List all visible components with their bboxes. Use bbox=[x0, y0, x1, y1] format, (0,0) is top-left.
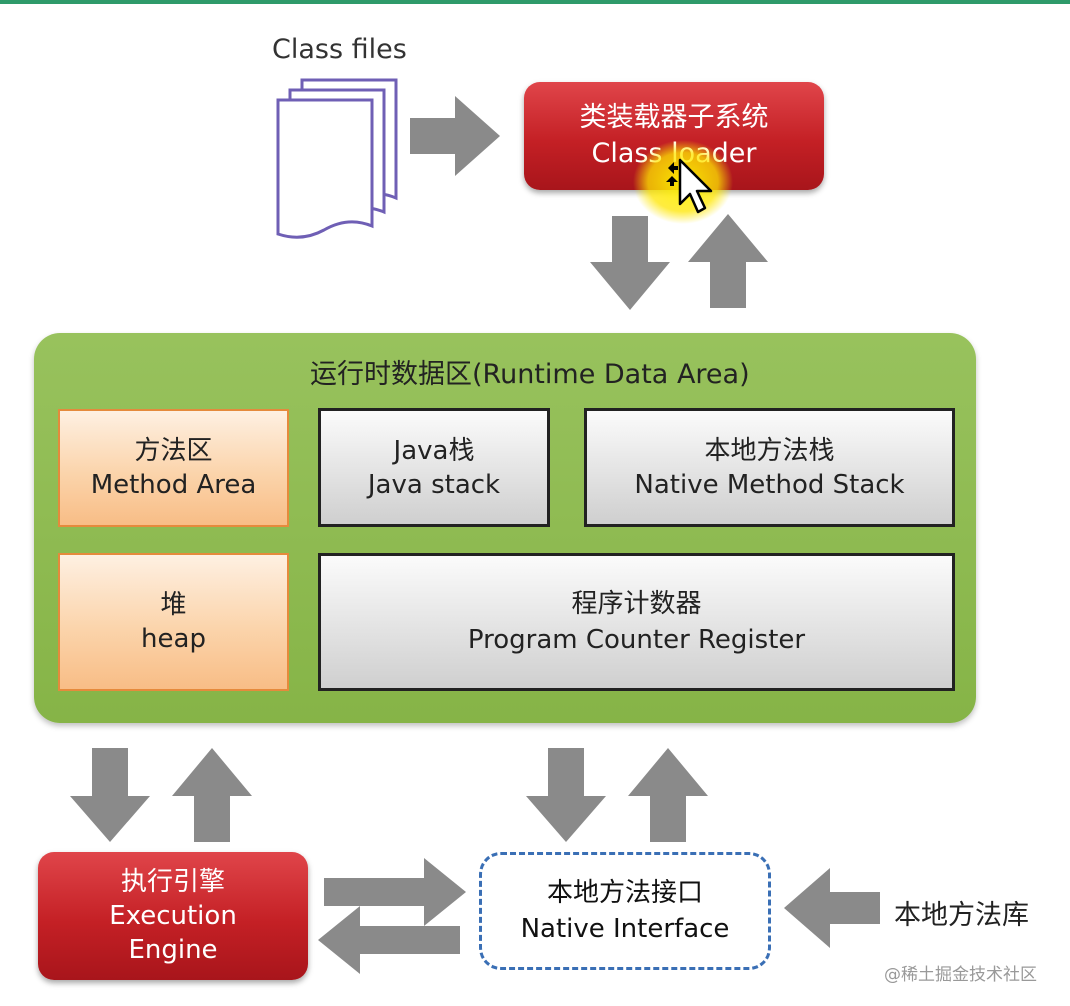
native-library-label: 本地方法库 bbox=[894, 900, 1029, 931]
execution-engine-box: 执行引擎 Execution Engine bbox=[38, 852, 308, 980]
method-area-label-en: Method Area bbox=[90, 470, 257, 500]
execution-engine-label-en-2: Engine bbox=[128, 935, 218, 965]
top-accent-bar bbox=[0, 0, 1070, 4]
heap-label-en: heap bbox=[141, 624, 206, 654]
native-interface-label-en: Native Interface bbox=[520, 914, 730, 944]
class-loader-label-cn: 类装载器子系统 bbox=[579, 102, 769, 133]
native-method-stack-box: 本地方法栈 Native Method Stack bbox=[584, 408, 955, 527]
arrow-left-from-native-library bbox=[784, 868, 880, 948]
java-stack-label-en: Java stack bbox=[367, 469, 501, 500]
move-cursor-icon bbox=[666, 158, 713, 214]
program-counter-register-box: 程序计数器 Program Counter Register bbox=[318, 553, 955, 691]
watermark-text: @稀土掘金技术社区 bbox=[884, 965, 1037, 985]
native-method-stack-label-en: Native Method Stack bbox=[634, 469, 905, 500]
native-method-stack-label-cn: 本地方法栈 bbox=[704, 435, 835, 466]
arrow-up-from-execution-engine bbox=[172, 748, 252, 842]
native-interface-label-cn: 本地方法接口 bbox=[546, 878, 703, 908]
java-stack-box: Java栈 Java stack bbox=[318, 408, 550, 527]
class-files-icon bbox=[276, 78, 398, 239]
arrow-right-to-native-interface bbox=[324, 858, 466, 926]
java-stack-label-cn: Java栈 bbox=[393, 435, 475, 466]
heap-box: 堆 heap bbox=[58, 553, 289, 691]
native-interface-box: 本地方法接口 Native Interface bbox=[479, 852, 771, 970]
execution-engine-label-en-1: Execution bbox=[109, 901, 237, 931]
arrow-right-to-class-loader bbox=[410, 96, 500, 176]
method-area-label-cn: 方法区 bbox=[134, 436, 213, 466]
heap-label-cn: 堆 bbox=[160, 590, 187, 620]
arrow-up-to-class-loader bbox=[688, 214, 768, 308]
arrow-up-from-native-interface bbox=[628, 748, 708, 842]
cursor-highlight bbox=[633, 140, 733, 224]
method-area-box: 方法区 Method Area bbox=[58, 409, 289, 527]
arrow-down-from-class-loader bbox=[590, 216, 670, 310]
runtime-data-area-title: 运行时数据区(Runtime Data Area) bbox=[310, 359, 750, 390]
class-files-label: Class files bbox=[272, 34, 407, 65]
execution-engine-label-cn: 执行引擎 bbox=[120, 867, 225, 897]
arrow-down-to-native-interface bbox=[526, 748, 606, 842]
program-counter-register-label-cn: 程序计数器 bbox=[571, 589, 702, 619]
arrow-left-to-execution-engine bbox=[318, 906, 460, 974]
arrow-down-to-execution-engine bbox=[70, 748, 150, 842]
program-counter-register-label-en: Program Counter Register bbox=[467, 625, 806, 655]
